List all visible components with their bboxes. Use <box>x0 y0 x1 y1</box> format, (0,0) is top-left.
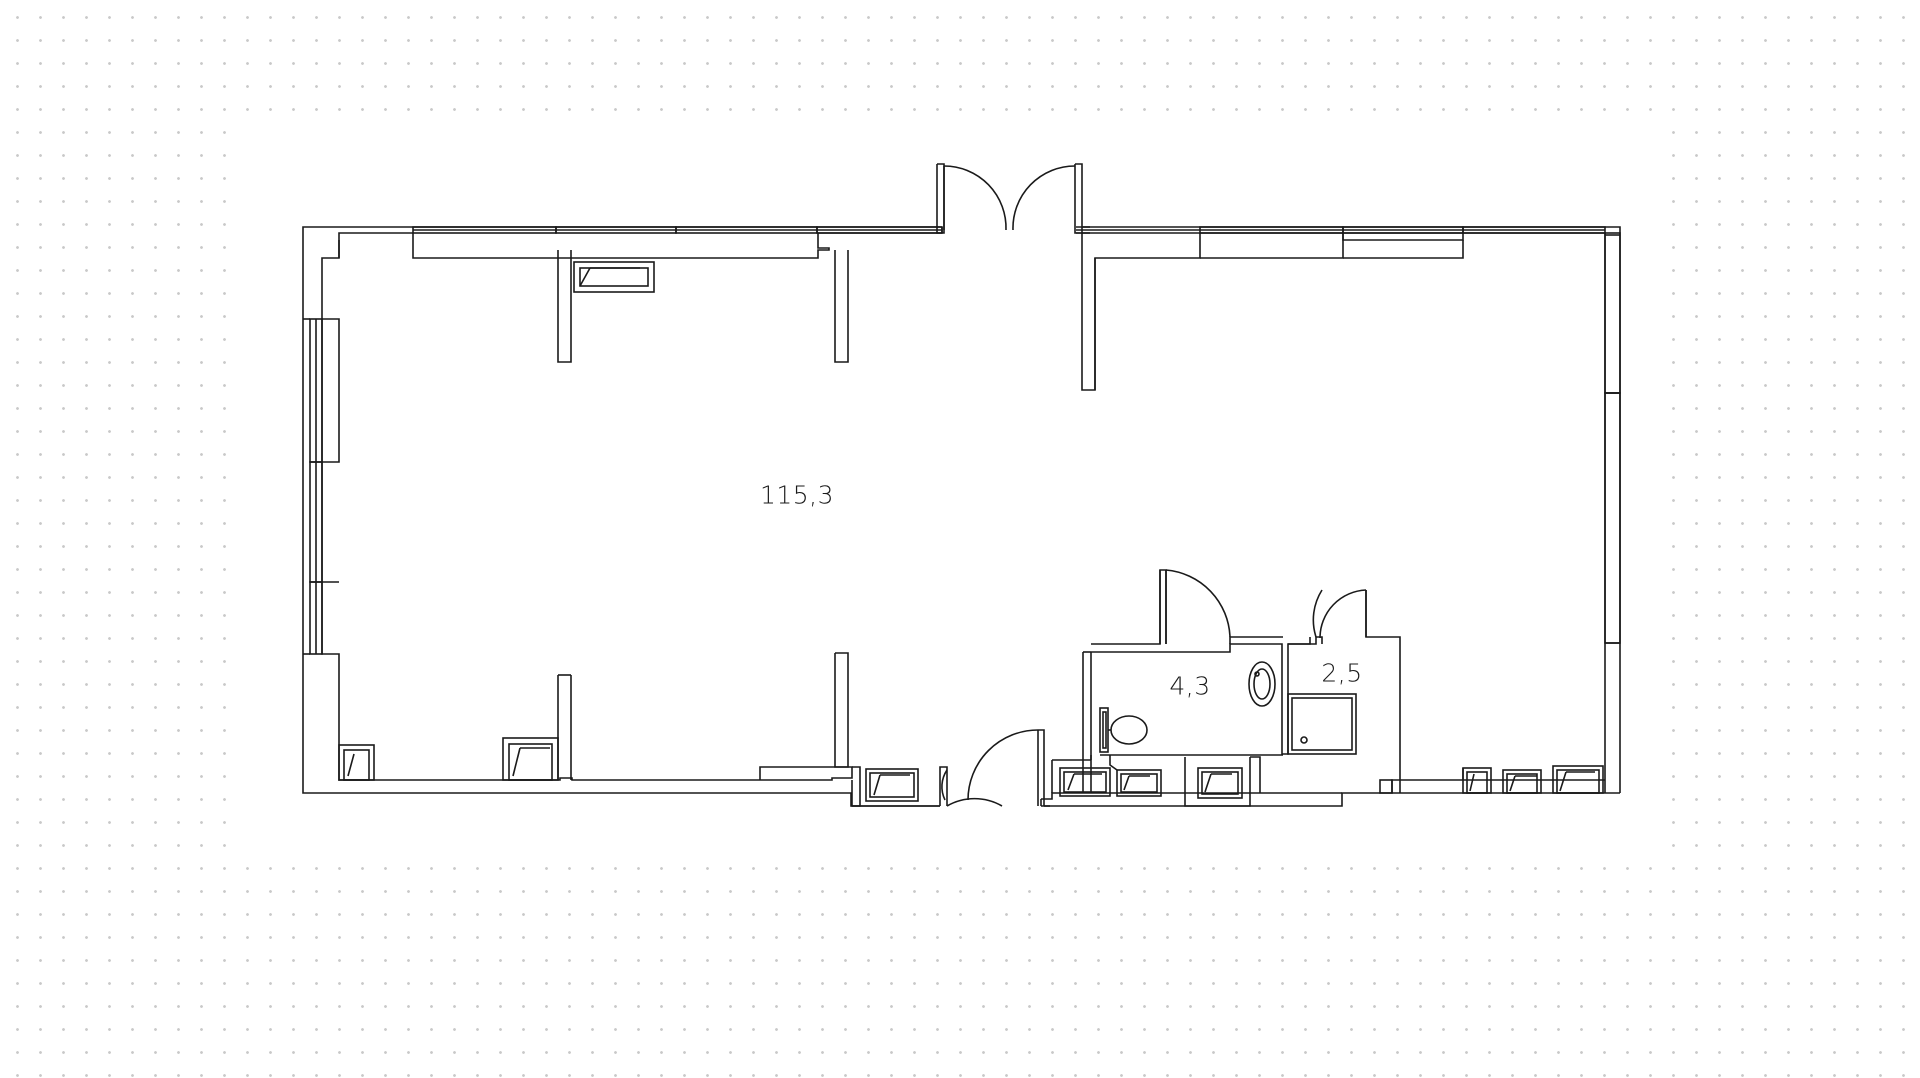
storage-room <box>1287 589 1401 794</box>
room-area-main-hall: 115,3 <box>759 480 835 510</box>
room-area-bathroom: 4,3 <box>1169 671 1211 701</box>
radiator-alcoves-right <box>1040 755 1604 807</box>
radiator-alcoves-left <box>851 768 940 807</box>
room-area-storage: 2,5 <box>1321 658 1363 688</box>
entrance-door-bottom <box>852 729 1050 807</box>
interior-pilasters <box>338 250 849 781</box>
